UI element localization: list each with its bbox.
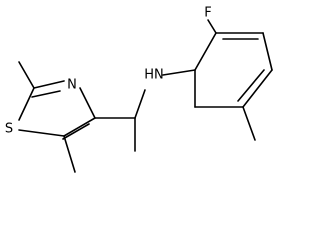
aryl-ring [162, 32, 273, 108]
thiazole-ring [18, 80, 96, 140]
left-methyl-bond [18, 61, 35, 89]
bottom-methyl-bond [63, 135, 76, 173]
ethyl-linker [94, 89, 146, 152]
chemical-structure: F HN N S [5, 6, 273, 173]
thiazole-sulfur-label: S [5, 122, 13, 137]
molecule-canvas: F HN N S [4, 5, 273, 173]
amine-label: HN [144, 68, 164, 83]
fluorine-label: F [204, 6, 211, 21]
aryl-substituents [207, 19, 256, 141]
thiazole-nitrogen-label: N [67, 78, 77, 93]
